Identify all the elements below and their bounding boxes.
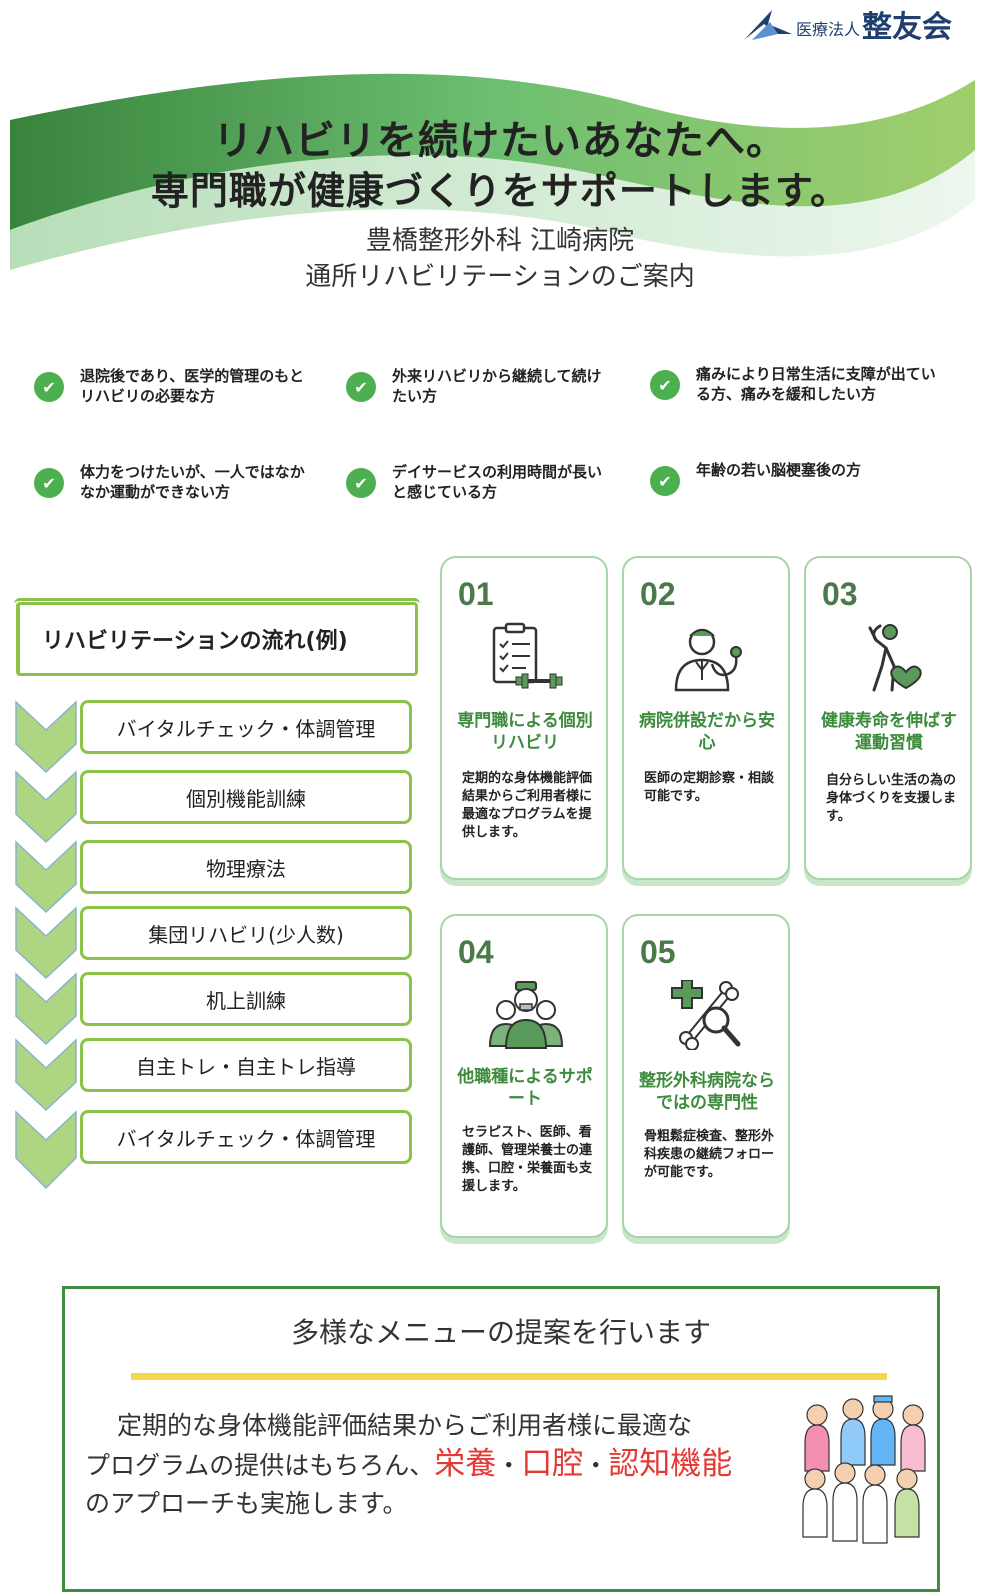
service-guide-title: 通所リハビリテーションのご案内 [305,262,695,292]
checklist-item: ✔ 痛みにより日常生活に支障が出ている方、痛みを緩和したい方 [650,364,950,404]
medical-staff-illustration [802,1395,926,1544]
card-number: 01 [458,576,494,612]
chevron-down-icon [15,770,77,844]
card-title: 他職種によるサポート [457,1067,593,1109]
feature-card: 04 他職種によるサポート セラピスト、医師、看護師、管理栄養士の連携、口腔・栄… [440,914,608,1238]
logo-subtitle: 医療法人 [796,20,861,39]
yellow-divider [131,1373,887,1380]
checkmark-icon: ✔ [346,468,376,498]
flow-step: 個別機能訓練 [80,770,412,824]
target-user-checklist: ✔ 退院後であり、医学的管理のもとリハビリの必要な方 ✔ 外来リハビリから継続し… [30,362,970,512]
card-title: 専門職による個別リハビリ [457,711,593,753]
card-description: 定期的な身体機能評価結果からご利用者様に最適なプログラムを提供します。 [462,771,593,840]
bone-magnifier-icon [671,980,741,1050]
flow-step: 机上訓練 [80,972,412,1026]
checklist-item: ✔ 退院後であり、医学的管理のもとリハビリの必要な方 [34,366,334,406]
flow-step: バイタルチェック・体調管理 [80,700,412,754]
highlight-nutrition: 栄養 [434,1446,497,1482]
card-number: 02 [640,576,676,612]
chevron-down-icon [15,972,77,1046]
highlight-oral: 口腔 [521,1446,584,1482]
card-number: 03 [822,576,858,612]
flow-step: バイタルチェック・体調管理 [80,1110,412,1164]
card-description: 自分らしい生活の為の身体づくりを支援します。 [826,773,957,824]
checkmark-icon: ✔ [650,370,680,400]
flow-step: 集団リハビリ(少人数) [80,906,412,960]
card-title: 病院併設だから安心 [639,711,775,753]
card-description: セラピスト、医師、看護師、管理栄養士の連携、口腔・栄養面も支援します。 [462,1125,593,1194]
flow-title: リハビリテーションの流れ(例) [16,602,418,676]
chevron-down-icon [15,906,77,980]
exercise-heart-icon [868,624,922,692]
feature-card: 05 整形外科病院ならではの専門性 骨粗鬆症検査、整形外科疾患の継続フォローが可… [622,914,790,1238]
card-number: 04 [458,934,494,970]
card-title: 健康寿命を伸ばす運動習慣 [821,711,957,753]
logo-name: 整友会 [862,10,953,45]
feature-card: 02 病院併設だから安心 医師の定期診察・相談可能です。 [622,556,790,880]
proposal-line-1: 定期的な身体機能評価結果からご利用者様に最適な [117,1411,693,1440]
hero-banner: リハビリを続けたいあなたへ。 専門職が健康づくりをサポートします。 豊橋整形外科… [0,60,1000,320]
feature-card: 03 健康寿命を伸ばす運動習慣 自分らしい生活の為の身体づくりを支援します。 [804,556,972,880]
checklist-item: ✔ 年齢の若い脳梗塞後の方 [650,460,950,496]
card-description: 骨粗鬆症検査、整形外科疾患の継続フォローが可能です。 [644,1129,775,1180]
organization-logo: 医療法人 整友会 [742,4,982,45]
clipboard-dumbbell-icon [492,622,563,689]
checkmark-icon: ✔ [346,372,376,402]
card-title: 整形外科病院ならではの専門性 [639,1071,775,1113]
checkmark-icon: ✔ [34,468,64,498]
chevron-down-icon [15,840,77,914]
highlight-cognitive: 認知機能 [608,1446,733,1482]
feature-card: 01 専門職による個別リハビリ 定期的な身体機能評価結果からご利用者様に最適なプ… [440,556,608,880]
flow-step: 物理療法 [80,840,412,894]
flow-step: 自主トレ・自主トレ指導 [80,1038,412,1092]
checklist-item: ✔ 体力をつけたいが、一人ではなかなか運動ができない方 [34,462,334,502]
medical-team-icon [488,981,564,1049]
rehab-flow: バイタルチェック・体調管理 個別機能訓練 物理療法 集団リハビリ(少人数) 机上… [14,700,414,1200]
hero-title-line2: 専門職が健康づくりをサポートします。 [150,169,850,213]
chevron-down-icon [15,1038,77,1112]
logo-mark-icon [744,10,792,40]
menu-proposal-title: 多様なメニューの提案を行います [290,1316,711,1349]
menu-proposal-box: 多様なメニューの提案を行います 定期的な身体機能評価結果からご利用者様に最適な … [62,1286,940,1592]
proposal-line-3: のアプローチも実施します。 [85,1489,408,1518]
checklist-item: ✔ デイサービスの利用時間が長いと感じている方 [346,462,646,502]
green-wave-decoration [10,73,975,270]
checklist-item: ✔ 外来リハビリから継続して続けたい方 [346,366,646,406]
card-description: 医師の定期診察・相談可能です。 [644,771,775,804]
checkmark-icon: ✔ [34,372,64,402]
hospital-name: 豊橋整形外科 江崎病院 [365,226,635,256]
hero-title-line1: リハビリを続けたいあなたへ。 [213,118,787,164]
chevron-down-icon [15,1110,77,1190]
proposal-line-2: プログラムの提供はもちろん、栄養・口腔・認知機能 [85,1446,733,1482]
chevron-down-icon [15,700,77,774]
menu-proposal-text: 定期的な身体機能評価結果からご利用者様に最適な プログラムの提供はもちろん、栄養… [85,1407,785,1523]
checkmark-icon: ✔ [650,466,680,496]
card-number: 05 [640,934,676,970]
flow-title-scroll-top [14,598,420,610]
doctor-stethoscope-icon [674,628,742,692]
